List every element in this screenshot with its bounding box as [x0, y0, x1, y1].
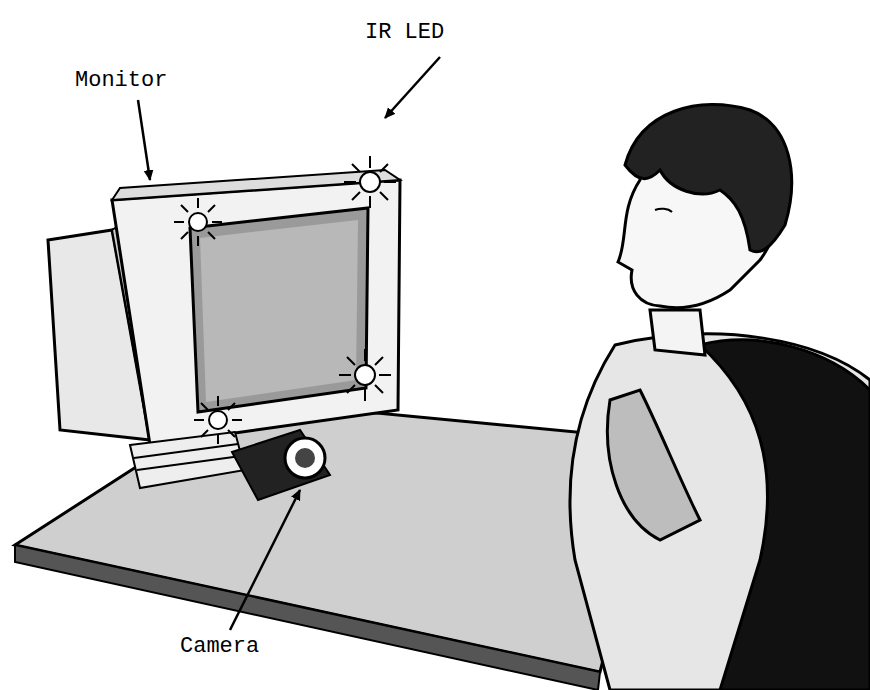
- person: [570, 105, 870, 690]
- part-name: IR LED: [365, 20, 444, 45]
- camera-symbol: [232, 430, 330, 500]
- ir-led-symbol: [174, 156, 396, 444]
- desk: [15, 400, 660, 690]
- monitor: [48, 170, 400, 488]
- part-name: Monitor: [75, 68, 167, 93]
- leader-line: [138, 57, 440, 630]
- part-name: Camera: [180, 634, 259, 659]
